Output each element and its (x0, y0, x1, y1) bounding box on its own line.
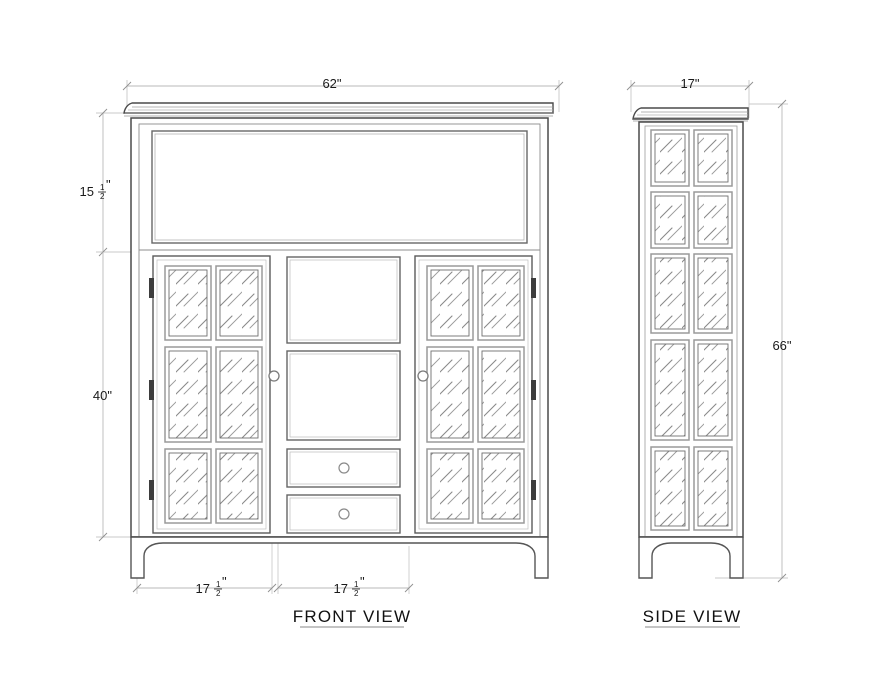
glass-pane (215, 448, 263, 524)
glass-pane (693, 191, 733, 249)
dim-upper-num: 1 (100, 183, 105, 192)
dimension-group-front (96, 80, 564, 594)
front-apron (130, 536, 549, 579)
front-left-door[interactable] (149, 255, 280, 534)
dim-upper-whole: 15 (80, 184, 94, 199)
dim-label-overall-height: 66" (772, 338, 791, 353)
dim-rd-unit: " (360, 574, 365, 589)
center-drawer[interactable] (286, 494, 401, 534)
left-door-panes (164, 265, 263, 524)
front-right-door[interactable] (414, 255, 536, 534)
center-panel (286, 256, 401, 344)
dim-ld-den: 2 (216, 589, 221, 598)
dim-label-upper-height: 15 1 2 " (80, 177, 111, 201)
glass-pane (426, 448, 474, 524)
side-apron (638, 536, 744, 579)
hinge-icon (149, 480, 154, 500)
front-upper-frieze (151, 130, 528, 244)
drawer-knob-icon[interactable] (338, 462, 350, 474)
side-view-panes (650, 129, 733, 531)
dim-upper-den: 2 (100, 192, 105, 201)
dimension-overall-height (715, 99, 788, 583)
dim-label-overall-width: 62" (322, 76, 341, 91)
side-view-title: SIDE VIEW (643, 607, 742, 626)
glass-pane (693, 129, 733, 187)
glass-pane (164, 346, 212, 443)
glass-pane (164, 448, 212, 524)
drawer-knob-icon[interactable] (338, 508, 350, 520)
glass-pane (477, 265, 525, 341)
dim-rd-den: 2 (354, 589, 359, 598)
dim-label-right-door-width: 17 1 2 " (334, 574, 365, 598)
dim-ld-num: 1 (216, 580, 221, 589)
left-door-hinges (149, 278, 154, 500)
dim-rd-whole: 17 (334, 581, 348, 596)
right-door-panes (426, 265, 525, 524)
door-knob-icon[interactable] (268, 370, 280, 382)
center-drawer[interactable] (286, 448, 401, 488)
glass-pane (693, 253, 733, 334)
dim-upper-unit: " (106, 177, 111, 192)
dim-label-lower-height: 40" (93, 388, 112, 403)
glass-pane (693, 339, 733, 441)
side-cornice (632, 107, 749, 122)
dim-label-side-depth: 17" (680, 76, 699, 91)
dim-ld-whole: 17 (196, 581, 210, 596)
glass-pane (693, 446, 733, 531)
hinge-icon (531, 278, 536, 298)
dimension-side-depth (626, 80, 754, 118)
dim-ld-unit: " (222, 574, 227, 589)
dimension-overall-width (122, 80, 564, 112)
glass-pane (650, 253, 690, 334)
glass-pane (650, 191, 690, 249)
hinge-icon (149, 278, 154, 298)
glass-pane (426, 346, 474, 443)
dim-label-left-door-width: 17 1 2 " (196, 574, 227, 598)
hinge-icon (531, 480, 536, 500)
dimension-labels-front: 62" 15 1 2 " 40" 17 1 2 " 17 1 2 " (80, 76, 365, 598)
glass-pane (650, 339, 690, 441)
glass-pane (164, 265, 212, 341)
glass-pane (477, 448, 525, 524)
glass-pane (426, 265, 474, 341)
dimension-group-side (626, 80, 788, 583)
dimension-lower-height (98, 252, 108, 542)
glass-pane (650, 446, 690, 531)
glass-pane (650, 129, 690, 187)
front-view (123, 102, 554, 579)
hinge-icon (531, 380, 536, 400)
glass-pane (215, 265, 263, 341)
view-titles: FRONT VIEW SIDE VIEW (293, 607, 742, 628)
front-cornice (123, 102, 554, 117)
dimension-labels-side: 17" 66" (680, 76, 791, 353)
front-view-title: FRONT VIEW (293, 607, 411, 626)
glass-pane (477, 346, 525, 443)
glass-pane (215, 346, 263, 443)
front-center-section (286, 256, 401, 534)
side-view (632, 107, 749, 579)
hinge-icon (149, 380, 154, 400)
dim-rd-num: 1 (354, 580, 359, 589)
right-door-hinges (531, 278, 536, 500)
center-panel (286, 350, 401, 441)
door-knob-icon[interactable] (417, 370, 429, 382)
